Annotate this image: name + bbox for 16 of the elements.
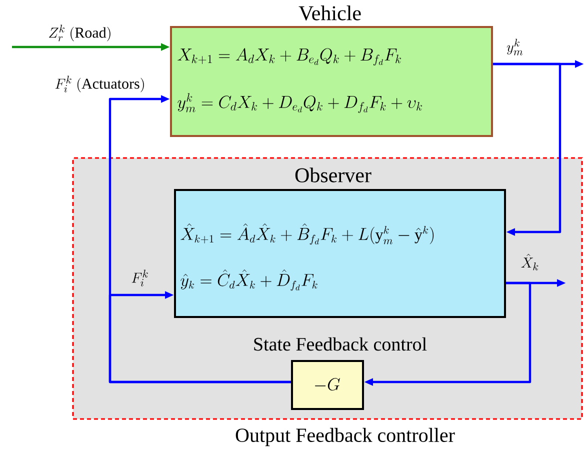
box-title: Observer	[295, 168, 372, 182]
edge-label: $Z_r^k\ \mathrm{(Road)}$	[49, 24, 110, 42]
box-title: Vehicle	[298, 6, 361, 20]
edge-label: $y_m^k$	[506, 38, 523, 56]
arrow	[493, 62, 562, 236]
edge-label: $\hat{X}_k$	[521, 254, 538, 270]
equation: $\hat{y}_k = \hat{C}_d \hat{X}_k + \hat{D}_{f_d} F_k$	[180, 269, 318, 291]
equation: $y_m^k = C_d X_k + D_{e_d} Q_k + D_{f_d} F_k + \upsilon_k$	[178, 93, 422, 113]
edge-label: $F_i^k$	[132, 270, 148, 286]
box-title: State Feedback control	[254, 337, 427, 351]
equation: $X_{k+1} = A_d X_k + B_{e_d} Q_k + B_{f_d} F_k$	[178, 48, 401, 66]
box-caption: Output Feedback controller	[236, 428, 455, 446]
arrow	[108, 291, 291, 384]
edge-label: $F_i^k\ \mathrm{(Actuators)}$	[55, 76, 144, 92]
equation: $\hat{X}_{k+1} = \hat{A}_d \hat{X}_k + \hat{B}_{f_d} F_k + L(\mathrm{y}_m^k - \hat{\mathrm{y}}^k)$	[180, 223, 434, 245]
gain-label: $-G$	[315, 378, 340, 391]
